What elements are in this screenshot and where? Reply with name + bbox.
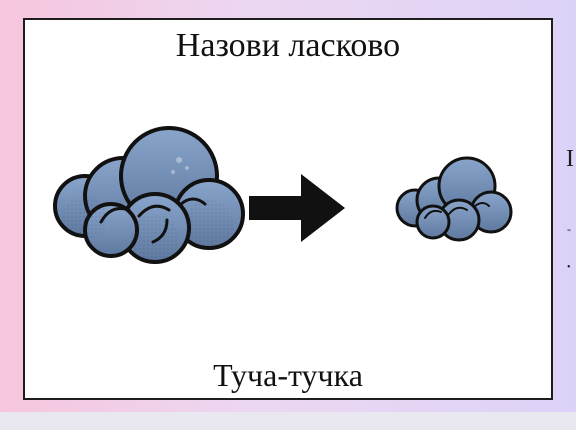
bottom-strip <box>0 412 576 430</box>
next-slide-edge: I <box>566 146 574 172</box>
slide-title: Назови ласково <box>175 27 401 64</box>
slide-card: Назови ласково <box>23 18 553 400</box>
arrow-right-icon <box>249 174 345 242</box>
next-slide-edge-dot: • <box>567 262 571 273</box>
cloud-icon <box>395 156 513 242</box>
slide-caption: Туча-тучка <box>213 357 363 393</box>
next-slide-edge-mark: - <box>567 222 571 236</box>
cloud-icon <box>53 126 245 264</box>
